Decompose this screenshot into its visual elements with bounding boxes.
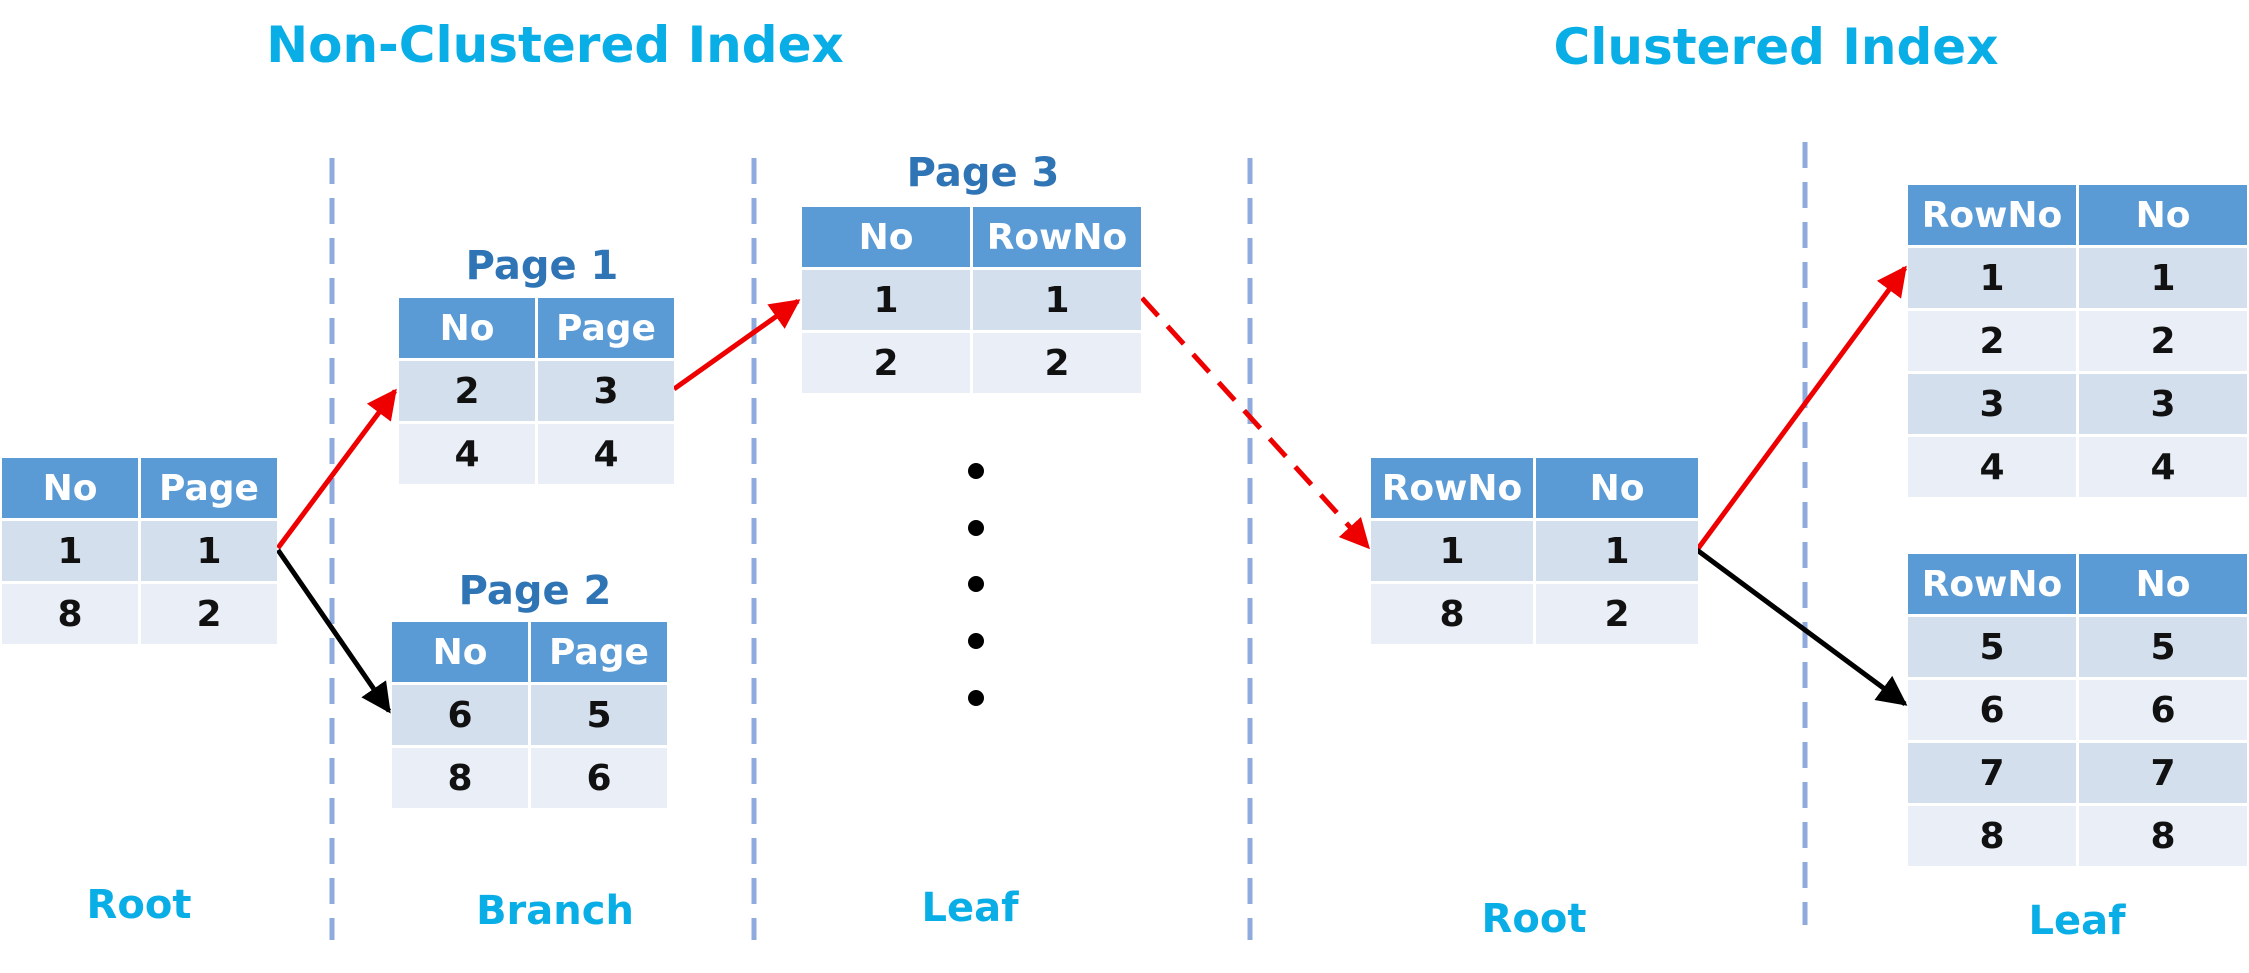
table-cell: 2	[399, 361, 538, 424]
column-header: RowNo	[973, 207, 1141, 270]
non-clustered-index-title: Non-Clustered Index	[266, 16, 844, 74]
nc-root-table: No Page 1 1 8 2	[2, 458, 277, 647]
clustered-index-title: Clustered Index	[1553, 18, 1999, 76]
continuation-dot	[968, 520, 984, 536]
table-cell: 1	[2079, 248, 2247, 311]
table-cell: 8	[2079, 806, 2247, 869]
table-cell: 8	[2, 584, 141, 647]
column-header: Page	[531, 622, 667, 685]
table-row: 8 2	[1371, 584, 1698, 647]
page1-table: No Page 2 3 4 4	[399, 298, 674, 487]
c-leaf1-table: RowNo No 1 1 2 2 3 3 4 4	[1908, 185, 2247, 500]
table-row: 1 1	[2, 521, 277, 584]
table-cell: 7	[2079, 743, 2247, 806]
arrow-page3-to-clustered-root	[1140, 296, 1371, 550]
table-row: 6 6	[1908, 680, 2247, 743]
column-header: No	[2079, 554, 2247, 617]
table-cell: 1	[141, 521, 277, 584]
table-cell: 1	[1908, 248, 2079, 311]
table-cell: 2	[1536, 584, 1698, 647]
page1-caption: Page 1	[465, 243, 619, 289]
table-row: 1 1	[1908, 248, 2247, 311]
table-cell: 4	[2079, 437, 2247, 500]
table-cell: 4	[538, 424, 674, 487]
table-row: 2 2	[802, 333, 1141, 396]
table-cell: 1	[1371, 521, 1536, 584]
table-cell: 2	[973, 333, 1141, 396]
table-cell: 7	[1908, 743, 2079, 806]
table-cell: 6	[1908, 680, 2079, 743]
column-header: No	[392, 622, 531, 685]
column-header: RowNo	[1908, 185, 2079, 248]
arrow-root-to-page2	[275, 548, 392, 714]
column-header: RowNo	[1908, 554, 2079, 617]
nc-leaf-label: Leaf	[921, 885, 1019, 931]
arrow-page1-to-page3	[672, 298, 801, 392]
arrow-clustered-root-to-leaf2	[1695, 547, 1908, 707]
nc-branch-label: Branch	[476, 888, 634, 934]
table-cell: 8	[392, 748, 531, 811]
table-cell: 4	[1908, 437, 2079, 500]
table-cell: 5	[2079, 617, 2247, 680]
table-cell: 2	[1908, 311, 2079, 374]
continuation-dot	[968, 690, 984, 706]
table-cell: 1	[973, 270, 1141, 333]
table-cell: 6	[531, 748, 667, 811]
c-root-label: Root	[1481, 896, 1587, 942]
table-cell: 8	[1908, 806, 2079, 869]
table-cell: 2	[141, 584, 277, 647]
table-cell: 6	[392, 685, 531, 748]
c-leaf2-table: RowNo No 5 5 6 6 7 7 8 8	[1908, 554, 2247, 869]
table-cell: 6	[2079, 680, 2247, 743]
table-row: 1 1	[802, 270, 1141, 333]
page3-table: No RowNo 1 1 2 2	[802, 207, 1141, 396]
table-cell: 1	[2, 521, 141, 584]
table-row: 5 5	[1908, 617, 2247, 680]
nc-root-label: Root	[86, 882, 192, 928]
table-row: 2 3	[399, 361, 674, 424]
column-header: No	[2079, 185, 2247, 248]
column-header: No	[1536, 458, 1698, 521]
column-header: Page	[538, 298, 674, 361]
continuation-dot	[968, 633, 984, 649]
table-row: 3 3	[1908, 374, 2247, 437]
column-header: No	[2, 458, 141, 521]
table-cell: 1	[802, 270, 973, 333]
table-cell: 3	[1908, 374, 2079, 437]
table-cell: 5	[531, 685, 667, 748]
table-cell: 2	[802, 333, 973, 396]
table-row: 8 6	[392, 748, 667, 811]
table-cell: 3	[538, 361, 674, 424]
table-cell: 1	[1536, 521, 1698, 584]
c-root-table: RowNo No 1 1 8 2	[1371, 458, 1698, 647]
arrow-root-to-page1	[275, 388, 398, 550]
table-cell: 2	[2079, 311, 2247, 374]
table-row: 6 5	[392, 685, 667, 748]
table-cell: 3	[2079, 374, 2247, 437]
table-row: 4 4	[399, 424, 674, 487]
column-header: Page	[141, 458, 277, 521]
table-row: 1 1	[1371, 521, 1698, 584]
column-header: No	[399, 298, 538, 361]
table-cell: 8	[1371, 584, 1536, 647]
table-cell: 5	[1908, 617, 2079, 680]
arrow-clustered-root-to-leaf1	[1694, 265, 1908, 552]
continuation-dot	[968, 463, 984, 479]
table-row: 8 8	[1908, 806, 2247, 869]
column-header: RowNo	[1371, 458, 1536, 521]
continuation-dot	[968, 576, 984, 592]
column-header: No	[802, 207, 973, 270]
c-leaf-label: Leaf	[2028, 898, 2126, 944]
page2-caption: Page 2	[458, 568, 612, 614]
page3-caption: Page 3	[906, 150, 1060, 196]
table-cell: 4	[399, 424, 538, 487]
table-row: 8 2	[2, 584, 277, 647]
table-row: 2 2	[1908, 311, 2247, 374]
page2-table: No Page 6 5 8 6	[392, 622, 667, 811]
table-row: 4 4	[1908, 437, 2247, 500]
table-row: 7 7	[1908, 743, 2247, 806]
